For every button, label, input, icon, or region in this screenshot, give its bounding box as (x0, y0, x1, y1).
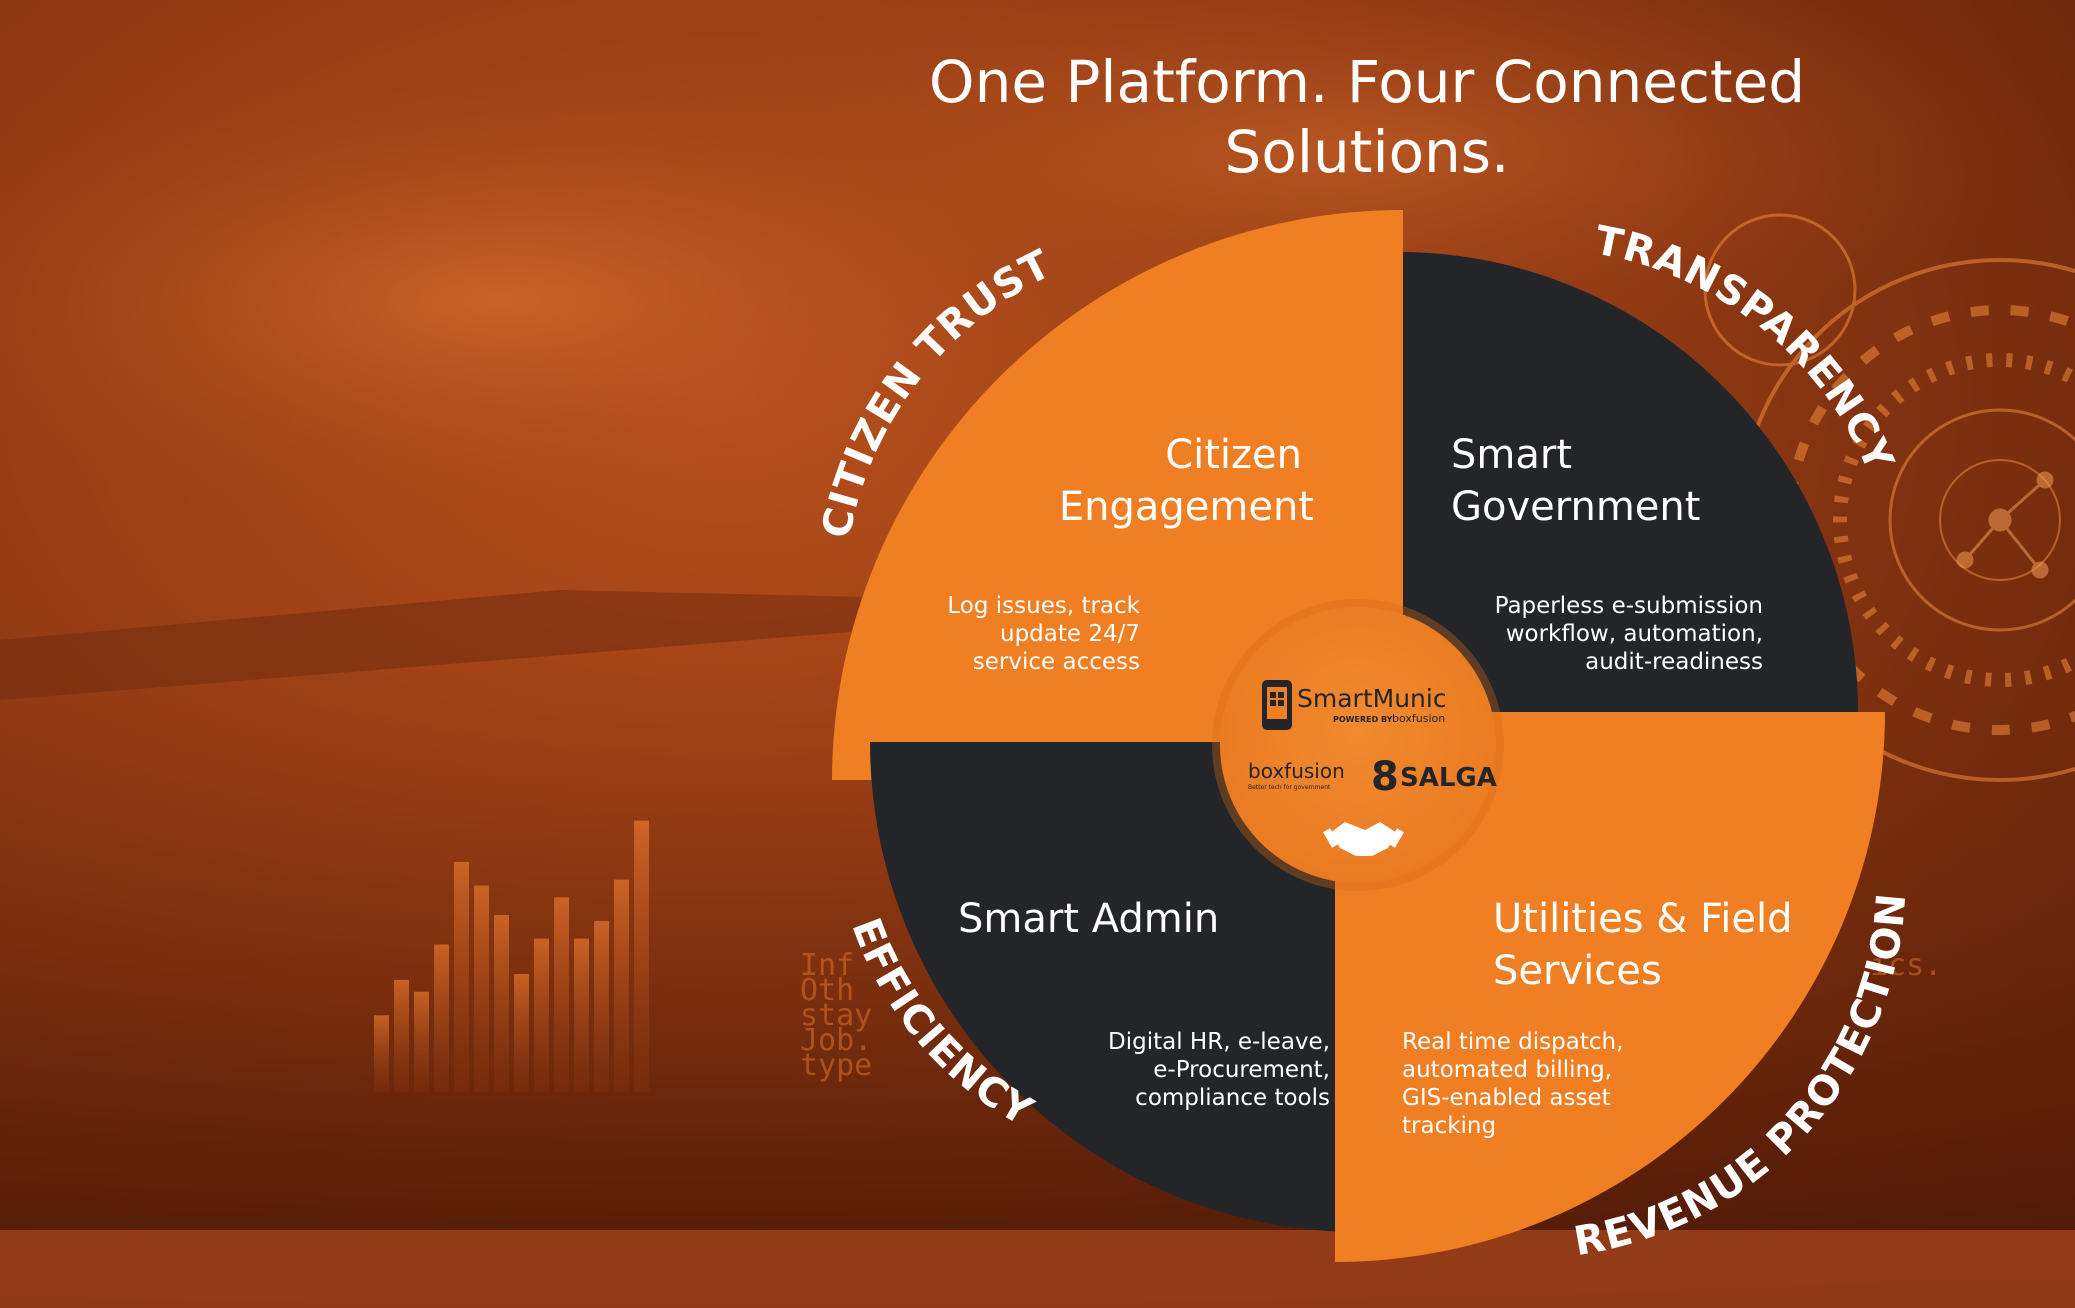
smart-admin-desc-1: Digital HR, e-leave, (1108, 1029, 1330, 1055)
background-bar (374, 1015, 389, 1092)
headline-line-2: Solutions. (1225, 118, 1510, 186)
background-bar (614, 880, 629, 1092)
headline-line-1: One Platform. Four Connected (929, 48, 1805, 116)
smart-admin-desc-3: compliance tools (1135, 1085, 1330, 1111)
citizen-engagement-desc-2: update 24/7 (1000, 621, 1140, 647)
smartmunic-logo: SmartMunic POWERED BY boxfusion (1262, 680, 1447, 730)
smart-government-desc-1: Paperless e-submission (1495, 593, 1763, 619)
citizen-engagement-desc-3: service access (973, 649, 1140, 675)
background-bar (574, 939, 589, 1092)
background-bottom-strip (0, 1230, 2075, 1308)
utilities-field-title-1: Utilities & Field (1493, 896, 1793, 942)
background-bar (434, 945, 449, 1093)
smart-government-title-1: Smart (1451, 432, 1572, 478)
boxfusion-tagline: Better tech for government (1248, 784, 1331, 791)
background-bar (594, 921, 609, 1092)
powered-by-label: POWERED BY (1333, 715, 1393, 724)
salga-wordmark: SALGA (1400, 763, 1497, 793)
code-line-5: type (800, 1048, 872, 1083)
boxfusion-wordmark: boxfusion (1248, 759, 1345, 783)
citizen-engagement-title-1: Citizen (1165, 432, 1302, 478)
salga-emblem-icon: 8 (1371, 754, 1399, 800)
background-bar (554, 897, 569, 1092)
citizen-engagement-desc-1: Log issues, track (947, 593, 1140, 619)
utilities-field-desc-2: automated billing, (1402, 1057, 1612, 1083)
utilities-field-desc-1: Real time dispatch, (1402, 1029, 1623, 1055)
background-bar (394, 980, 409, 1092)
utilities-field-title-2: Services (1493, 948, 1662, 994)
smartmunic-wordmark: SmartMunic (1297, 684, 1447, 713)
background-bar (514, 974, 529, 1092)
citizen-engagement-title-2: Engagement (1059, 484, 1314, 530)
boxfusion-logo: boxfusion Better tech for government (1248, 759, 1345, 791)
background-bar (534, 939, 549, 1092)
smart-government-desc-2: workflow, automation, (1506, 621, 1763, 647)
background-bar (474, 886, 489, 1093)
powered-by-brand: boxfusion (1392, 712, 1445, 725)
smart-admin-title: Smart Admin (958, 896, 1219, 942)
smart-government-title-2: Government (1451, 484, 1700, 530)
utilities-field-desc-4: tracking (1402, 1113, 1496, 1139)
utilities-field-desc-3: GIS-enabled asset (1402, 1085, 1611, 1111)
smart-government-desc-3: audit-readiness (1585, 649, 1763, 675)
background-bar (414, 992, 429, 1092)
smartmunic-phone-icon (1262, 680, 1292, 730)
background-bar (454, 862, 469, 1092)
smart-admin-desc-2: e-Procurement, (1153, 1057, 1330, 1083)
background-bar (494, 915, 509, 1092)
background-bar (634, 821, 649, 1092)
